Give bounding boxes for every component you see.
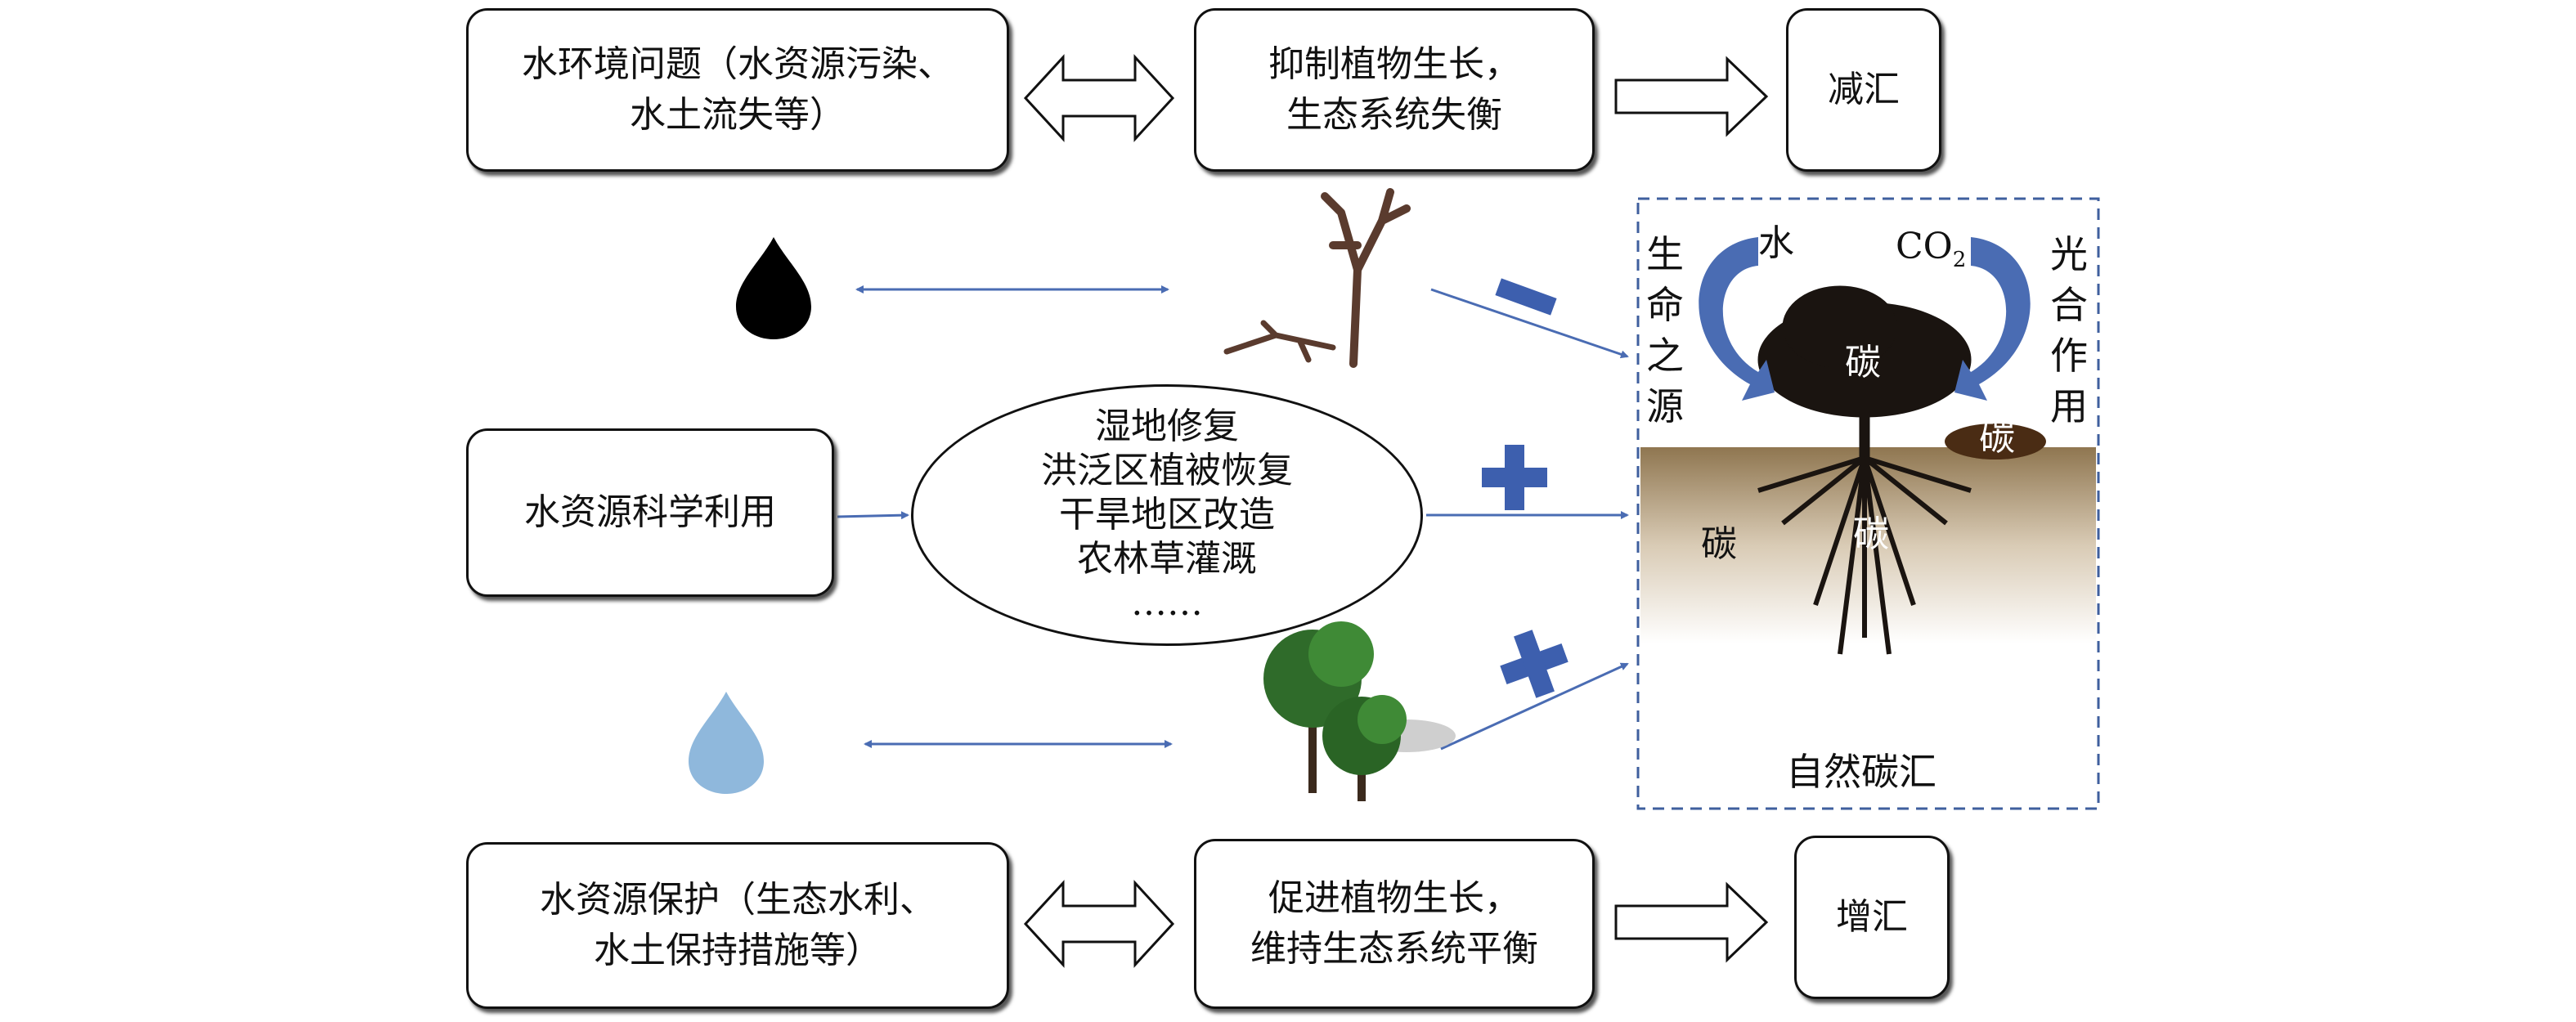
measure-ellipsis: …… — [1131, 582, 1203, 624]
black-water-drop-icon — [736, 237, 811, 339]
promote-line-1: 促进植物生长， — [1268, 877, 1520, 919]
water-protection-box: 水资源保护（生态水利、水土保持措施等） — [466, 842, 1009, 1009]
arrow-to-reduce — [1614, 56, 1769, 137]
source-of-life-label: 生命之源 — [1646, 232, 1684, 428]
green-tree-to-sink — [1440, 662, 1629, 751]
plus-sign-middle — [1482, 445, 1547, 510]
dead-tree-to-sink — [1430, 288, 1629, 359]
measures-ellipse: 湿地修复 洪泛区植被恢复 干旱地区改造 农林草灌溉 …… — [911, 384, 1423, 646]
arrow-to-increase — [1614, 881, 1769, 963]
inhibit-line-1: 抑制植物生长， — [1268, 43, 1520, 85]
inhibit-line-2: 生态系统失衡 — [1286, 94, 1502, 136]
blue-water-drop-icon — [689, 692, 764, 794]
co2-text: CO — [1896, 226, 1953, 267]
water-problem-line-2: 水土流失等） — [630, 94, 846, 136]
natural-sink-caption: 自然碳汇 — [1786, 750, 1936, 794]
carbon-root-label: 碳 — [1853, 513, 1889, 555]
plus-sign-bottom — [1500, 630, 1568, 698]
measure-item: 农林草灌溉 — [1077, 538, 1257, 580]
measure-item: 湿地修复 — [1095, 406, 1239, 447]
litter-pile-icon — [1945, 424, 2046, 459]
water-problem-box: 水环境问题（水资源污染、水土流失等） — [466, 8, 1009, 172]
increase-sink-label: 增汇 — [1836, 896, 1908, 938]
scientific-use-label: 水资源科学利用 — [524, 491, 776, 533]
carbon-soil-label: 碳 — [1701, 523, 1737, 565]
protection-line-1: 水资源保护（生态水利、 — [540, 879, 936, 921]
carbon-litter-label: 碳 — [1979, 417, 2015, 459]
use-to-measures — [837, 511, 909, 520]
co2-label: CO2 — [1896, 226, 1966, 281]
increase-sink-box: 增汇 — [1794, 836, 1950, 999]
water-label: 水 — [1758, 222, 1794, 264]
photosynthesis-label: 光合作用 — [2050, 232, 2088, 428]
curved-arrow-water — [1699, 237, 1775, 401]
dead-tree-icon — [1223, 188, 1411, 368]
promote-line-2: 维持生态系统平衡 — [1250, 928, 1538, 970]
minus-sign — [1495, 278, 1557, 316]
natural-sink-panel — [1636, 197, 2100, 810]
protection-line-2: 水土保持措施等） — [594, 930, 882, 971]
promote-growth-box: 促进植物生长， 维持生态系统平衡 — [1194, 839, 1595, 1009]
water-problem-line-1: 水环境问题（水资源污染、 — [522, 43, 954, 85]
co2-subscript: 2 — [1952, 247, 1967, 272]
curved-arrow-co2 — [1954, 237, 2031, 401]
scientific-use-box: 水资源科学利用 — [466, 428, 834, 597]
inhibit-growth-box: 抑制植物生长， 生态系统失衡 — [1194, 8, 1595, 172]
tree-with-roots-icon — [1757, 285, 1972, 655]
double-arrow-bottom — [1023, 880, 1175, 968]
measure-item: 干旱地区改造 — [1059, 494, 1275, 536]
reduce-sink-label: 减汇 — [1828, 69, 1900, 110]
carbon-canopy-label: 碳 — [1845, 342, 1881, 383]
green-trees-icon — [1263, 621, 1456, 801]
reduce-sink-box: 减汇 — [1786, 8, 1941, 172]
double-arrow-top — [1023, 54, 1175, 142]
measure-item: 洪泛区植被恢复 — [1041, 450, 1293, 491]
